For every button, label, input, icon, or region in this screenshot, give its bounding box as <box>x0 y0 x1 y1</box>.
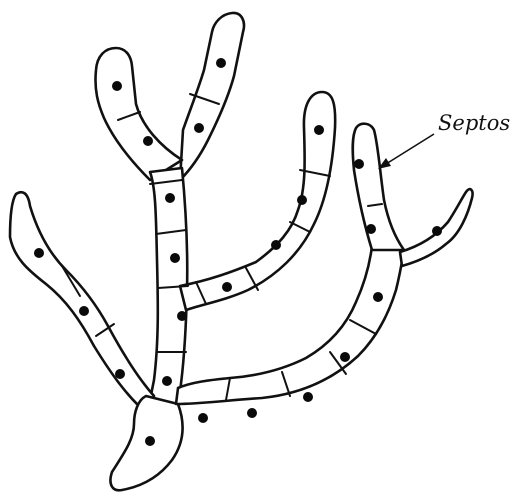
nucleus <box>79 306 89 316</box>
branch-top-right-fork <box>180 13 244 180</box>
nucleus <box>340 352 350 362</box>
nucleus <box>170 253 180 263</box>
nucleus <box>165 193 175 203</box>
pointer-arrow-line <box>386 134 434 164</box>
nucleus <box>115 369 125 379</box>
nucleus <box>145 436 155 446</box>
nucleus <box>177 311 187 321</box>
nucleus <box>314 125 324 135</box>
hypha-walls <box>10 13 473 490</box>
nucleus <box>247 408 257 418</box>
nucleus <box>432 226 442 236</box>
nucleus <box>373 292 383 302</box>
nucleus <box>222 282 232 292</box>
branch-left <box>10 192 154 414</box>
nucleus <box>194 123 204 133</box>
nucleus <box>366 224 376 234</box>
branch-bottom-right <box>176 246 404 404</box>
septos-callout: Septos <box>378 111 510 169</box>
nucleus <box>303 392 313 402</box>
nucleus <box>34 248 44 258</box>
septos-label: Septos <box>438 111 510 135</box>
nucleus <box>297 195 307 205</box>
branch-far-right-up <box>353 124 404 250</box>
nucleus <box>216 58 226 68</box>
nucleus <box>162 376 172 386</box>
nucleus <box>112 81 122 91</box>
nucleus <box>354 159 364 169</box>
nucleus <box>271 240 281 250</box>
nucleus <box>143 136 153 146</box>
branch-top-left-fork <box>95 48 182 180</box>
nucleus <box>198 413 208 423</box>
